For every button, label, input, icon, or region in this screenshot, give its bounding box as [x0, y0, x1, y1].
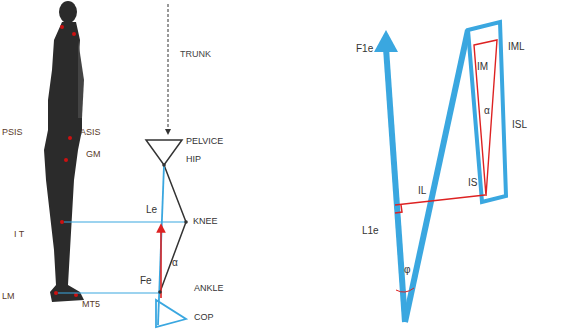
anatomical-label: MT5: [82, 300, 100, 309]
ref-line: [58, 292, 160, 293]
lever-diagram: [374, 22, 506, 322]
diagram-label: Fe: [140, 276, 152, 286]
anatomical-label: I T: [14, 230, 24, 239]
diagram-label: ANKLE: [194, 284, 224, 293]
diagram-label: TRUNK: [180, 50, 211, 59]
ref-line: [64, 221, 185, 222]
diagram-label: PELVICE: [186, 137, 223, 146]
pelvis-triangle: [146, 140, 182, 165]
body-silhouette: [44, 1, 84, 302]
foot-triangle: [156, 300, 186, 327]
force-arrow: [160, 228, 162, 298]
anatomical-label: LM: [2, 292, 15, 301]
trunk-arrow: [168, 4, 169, 132]
diagram-label: ISL: [512, 120, 527, 130]
diagram-label: Le: [146, 205, 157, 215]
diagram-label: HIP: [186, 155, 201, 164]
anatomical-label: PSIS: [2, 128, 23, 137]
diagram-label: F1e: [356, 44, 373, 54]
diagram-label: φ: [404, 265, 410, 275]
diagram-label: IL: [418, 186, 426, 196]
diagram-label: α: [172, 258, 178, 268]
diagram-label: COP: [194, 313, 214, 322]
diagram-label: IM: [477, 62, 488, 72]
diagram-label: KNEE: [193, 217, 218, 226]
anatomical-label: GM: [86, 150, 101, 159]
anatomical-label: ASIS: [80, 128, 101, 137]
marker-dots: [54, 25, 78, 297]
diagram-label: L1e: [362, 226, 379, 236]
diagram-label: α: [484, 106, 490, 116]
diagram-label: IS: [468, 178, 477, 188]
diagram-label: IML: [508, 42, 525, 52]
